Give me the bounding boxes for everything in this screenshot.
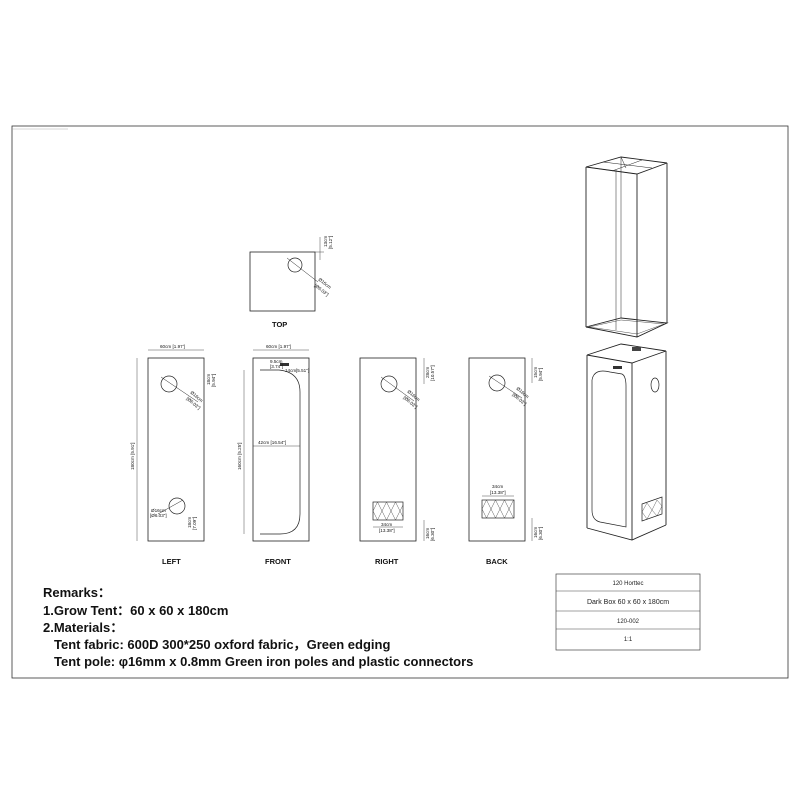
left-bottom-vent-offset: 18cm xyxy=(187,517,192,528)
top-view-label: TOP xyxy=(272,320,287,329)
tent-logo-tag xyxy=(613,366,622,369)
back-view-label: BACK xyxy=(486,557,508,566)
left-top-vent-offset: 18cm xyxy=(206,374,211,385)
right-vent-circle xyxy=(380,375,398,393)
right-vent-leader xyxy=(380,376,415,402)
right-vent-offset-in: [10.57"] xyxy=(430,365,435,381)
right-view-outline xyxy=(359,357,417,542)
front-logo-tag xyxy=(280,363,289,366)
right-view: Ø16cm [Ø6.03"] 28cm [10.57"] 34cm [13.38… xyxy=(359,357,435,566)
title-block: 120 Horttec Dark Box 60 x 60 x 180cm 120… xyxy=(555,573,701,651)
front-view: 60cm [1.97'] 160cm [5.25'] 42cm [16.54"]… xyxy=(237,344,310,566)
left-bottom-vent-dia-in: [Ø6.03"] xyxy=(150,513,167,518)
left-bottom-vent-circle xyxy=(168,497,186,515)
front-door-width: 42cm [16.54"] xyxy=(258,440,286,445)
back-window-width: 34cm xyxy=(492,484,503,489)
title-block-frame xyxy=(555,573,701,651)
remarks-heading: Remarks： xyxy=(43,585,111,600)
title-block-product: Dark Box 60 x 60 x 180cm xyxy=(587,599,669,606)
tent-side-vent xyxy=(650,377,660,393)
back-vent-offset: 15cm xyxy=(533,367,538,378)
left-view-outline xyxy=(147,357,205,542)
left-view-label: LEFT xyxy=(162,557,181,566)
remarks-block: Remarks： 1.Grow Tent：60 x 60 x 180cm 2.M… xyxy=(43,584,473,670)
back-window-width-in: [13.38"] xyxy=(490,490,506,495)
left-view: 60cm [1.97'] 180cm [5.91'] 18cm [5.94"] … xyxy=(130,344,216,566)
front-view-outline xyxy=(252,357,310,542)
front-width-dim: 60cm [1.97'] xyxy=(266,344,291,349)
back-mesh-pattern xyxy=(481,499,514,519)
tent-bottom-edge xyxy=(586,524,667,541)
right-window-offset-in: [6.30"] xyxy=(430,528,435,541)
front-door-outline xyxy=(260,369,301,535)
front-view-label: FRONT xyxy=(265,557,291,566)
top-vent-offset-in: [5.12"] xyxy=(328,236,333,249)
title-block-scale: 1:1 xyxy=(624,637,633,643)
front-top-a: 9.5cm xyxy=(270,359,283,364)
right-mesh-window xyxy=(372,501,404,521)
top-vent-circle xyxy=(287,257,303,273)
tent-iso xyxy=(586,343,667,541)
right-vent-offset: 28cm xyxy=(425,367,430,378)
top-vent-offset: 13cm xyxy=(323,236,328,247)
front-top-a-in: [3.74"] xyxy=(270,364,283,369)
pole-frame-iso xyxy=(585,156,669,338)
right-view-label: RIGHT xyxy=(375,557,399,566)
back-mesh-window xyxy=(481,499,515,519)
tent-top-vent xyxy=(632,347,641,351)
tent-door xyxy=(591,370,627,528)
remarks-grow-tent: 1.Grow Tent：60 x 60 x 180cm xyxy=(43,603,229,618)
front-top-b-in: [5.51"] xyxy=(296,368,309,373)
frame-bottom-face xyxy=(585,317,669,338)
left-top-vent-leader xyxy=(160,376,199,403)
remarks-materials: 2.Materials： xyxy=(43,620,124,635)
right-window-width: 34cm xyxy=(381,522,392,527)
top-view: 13cm [5.12"] Ø16cm [Ø6.03"] TOP xyxy=(249,236,333,329)
right-window-offset: 16cm xyxy=(425,528,430,539)
top-view-outline xyxy=(249,251,316,312)
back-window-offset: 16cm xyxy=(533,527,538,538)
top-vent-leader xyxy=(286,257,319,283)
left-bottom-vent-offset-in: [7.09"] xyxy=(192,517,197,530)
front-height-dim: 160cm [5.25'] xyxy=(237,443,242,470)
left-height-dim: 180cm [5.91'] xyxy=(130,443,135,470)
remarks-fabric: Tent fabric: 600D 300*250 oxford fabric，… xyxy=(54,637,391,652)
tent-side-window-mesh xyxy=(641,499,663,520)
frame-top-cross xyxy=(585,156,653,175)
remarks-pole: Tent pole: φ16mm x 0.8mm Green iron pole… xyxy=(54,654,474,669)
left-bottom-vent-dia: Ø16cm xyxy=(151,508,166,513)
title-block-brand: 120 Horttec xyxy=(612,581,643,587)
front-top-b: 14cm xyxy=(285,368,296,373)
left-bottom-vent-leader xyxy=(157,499,184,515)
tent-side-window xyxy=(641,496,663,522)
back-view-outline xyxy=(468,357,526,542)
left-top-vent-circle xyxy=(160,375,178,393)
back-vent-circle xyxy=(488,374,506,392)
back-view: Ø16cm [Ø6.03"] 15cm [5.94"] 34cm [13.38"… xyxy=(468,357,543,566)
tent-top-face xyxy=(586,343,667,364)
back-vent-offset-in: [5.94"] xyxy=(538,368,543,381)
right-window-width-in: [13.38"] xyxy=(379,528,395,533)
back-vent-leader xyxy=(488,375,523,399)
left-width-dim: 60cm [1.97'] xyxy=(160,344,185,349)
frame-bottom-inner xyxy=(588,319,665,335)
title-block-code: 120-002 xyxy=(617,619,640,625)
back-window-offset-in: [6.30"] xyxy=(538,527,543,540)
left-top-vent-offset-in: [5.94"] xyxy=(211,374,216,387)
right-mesh-pattern xyxy=(372,501,404,521)
sheet-border xyxy=(11,125,789,679)
